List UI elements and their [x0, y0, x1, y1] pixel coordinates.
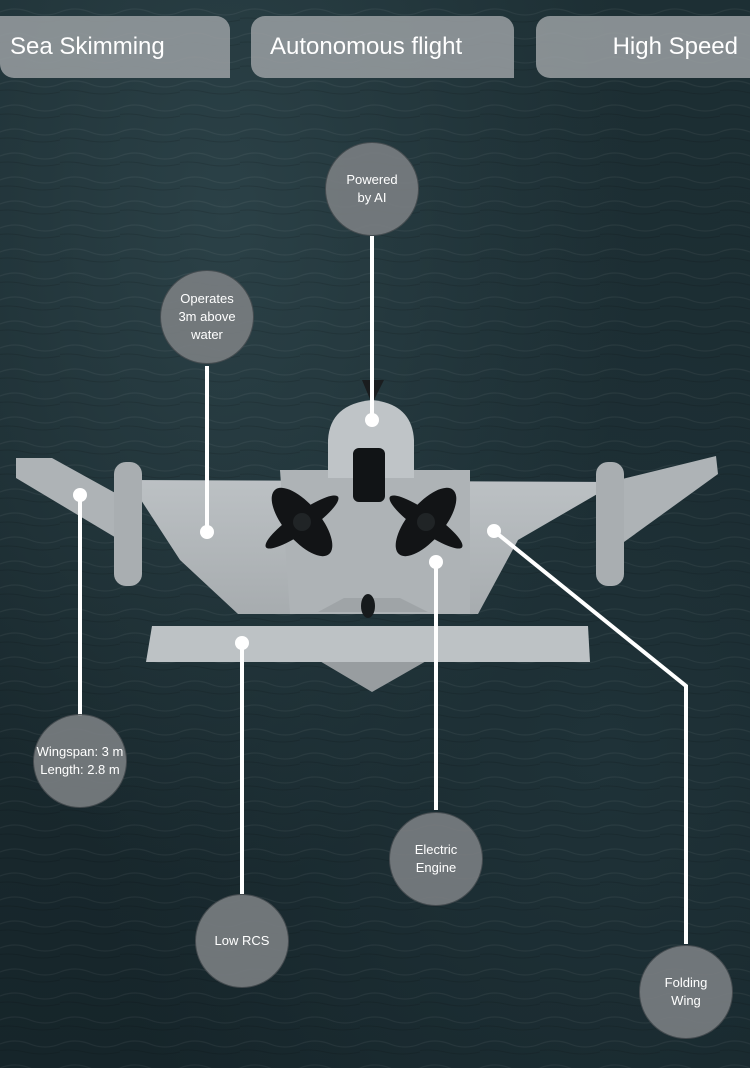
tab-high-speed: High Speed — [536, 16, 750, 78]
propeller-icon — [265, 487, 339, 557]
tab-autonomous-flight: Autonomous flight — [251, 16, 514, 78]
callout-dot-icon — [235, 636, 249, 650]
callout-dimensions: Wingspan: 3 m Length: 2.8 m — [33, 714, 127, 808]
callout-dot-icon — [200, 525, 214, 539]
callout-powered-by-ai: Powered by AI — [325, 142, 419, 236]
tab-sea-skimming: Sea Skimming — [0, 16, 230, 78]
callout-label: Powered by AI — [346, 172, 398, 205]
callout-label: Low RCS — [214, 933, 270, 948]
propeller-icon — [389, 487, 463, 557]
left-outer-wing — [16, 458, 128, 545]
nose-section — [328, 400, 414, 478]
right-outer-wing — [618, 456, 718, 542]
left-wingtip-pod — [114, 462, 142, 586]
tail-sensor — [361, 594, 375, 618]
callout-label: Wingspan: 3 m Length: 2.8 m — [36, 744, 124, 777]
callout-label: Electric Engine — [414, 842, 458, 875]
callout-dot-icon — [73, 488, 87, 502]
callout-dot-icon — [487, 524, 501, 538]
callout-label: Operates 3m above water — [178, 291, 236, 342]
rear-wing — [146, 626, 590, 662]
callout-folding-wing: Folding Wing — [639, 945, 733, 1039]
callout-operating-altitude: Operates 3m above water — [160, 270, 254, 364]
callout-dot-icon — [365, 413, 379, 427]
aircraft-illustration — [16, 380, 718, 692]
anchor-dots — [73, 413, 501, 650]
callout-low-rcs: Low RCS — [195, 894, 289, 988]
tail-cone — [318, 660, 428, 692]
leader-lines — [78, 236, 688, 944]
callout-label: Folding Wing — [664, 975, 708, 1008]
nose-sensor — [353, 448, 385, 502]
right-wingtip-pod — [596, 462, 624, 586]
callout-dot-icon — [429, 555, 443, 569]
callout-electric-engine: Electric Engine — [389, 812, 483, 906]
leader-line-folding — [492, 529, 688, 944]
